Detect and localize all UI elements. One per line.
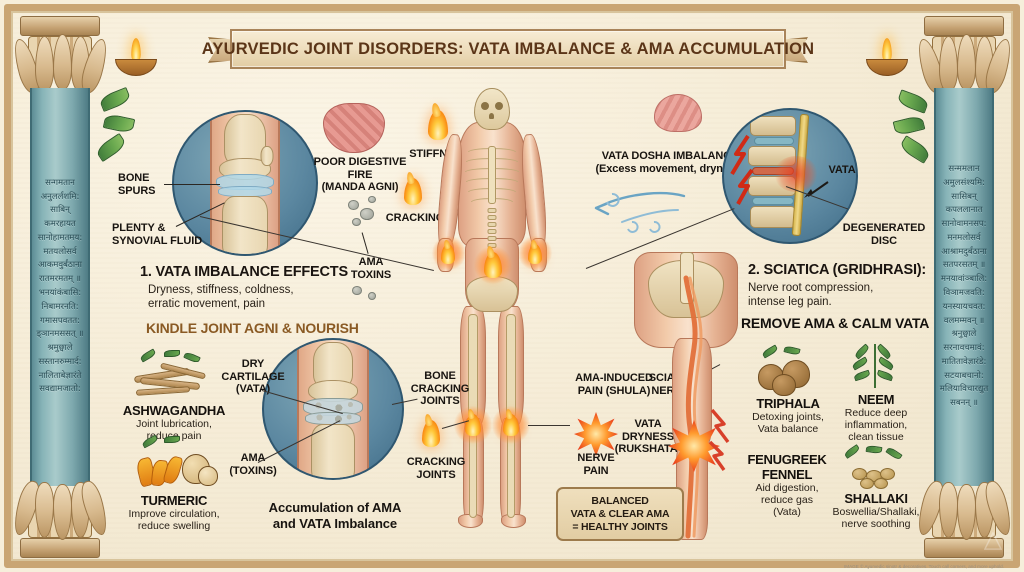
herb-description: Aid digestion, reduce gas (Vata) [755, 482, 819, 519]
caption-ama-accumulation: Accumulation of AMA and VATA Imbalance [268, 500, 402, 531]
nerve-compression-glow [774, 156, 818, 192]
herb-name: SHALLAKI [844, 491, 908, 506]
healthy-knee-illustration [172, 110, 318, 256]
left-decorative-pillar: सन्गमतान अनुलर्लंशमि: साबिन् कमरहायत सान… [9, 14, 112, 560]
pillar-shaft: सन्गमतान अनुलर्लंशमि: साबिन् कमरहायत सान… [30, 88, 90, 486]
human-skeleton-figure [432, 88, 552, 528]
right-decorative-pillar: सन्ममलान अमुलसंश्यमि: सासिबन् कपललानात स… [913, 14, 1016, 560]
herb-name: TRIPHALA [756, 396, 820, 411]
intestine-icon [323, 103, 385, 153]
label-bone-cracking-joints: BONE CRACKING JOINTS [410, 370, 470, 408]
toxin-blob-icon [352, 218, 361, 226]
herb-neem: NEEM Reduce deep inflammation, clean tis… [828, 342, 924, 444]
section-heading-vata-imbalance: 1. VATA IMBALANCE EFFECTS [140, 264, 348, 280]
degenerated-spine-illustration [722, 108, 858, 244]
label-ama-induced-pain: AMA-INDUCED PAIN (SHULA) [575, 372, 653, 397]
label-cracking: CRACKING [385, 212, 445, 224]
lotus-capital-icon [9, 16, 112, 96]
neem-leaves-icon [836, 342, 916, 390]
label-poor-digestive-fire: POOR DIGESTIVE FIRE (MANDA AGNI) [313, 156, 407, 194]
herb-name: FENUGREEK FENNEL [747, 452, 827, 482]
herb-ashwagandha: ASHWAGANDHA Joint lubrication, reduce pa… [118, 348, 230, 442]
brain-icon [654, 94, 702, 132]
herb-description: Reduce deep inflammation, clean tissue [844, 407, 908, 444]
sciatica-leg-illustration [628, 252, 746, 540]
label-nerve-pain: NERVE PAIN [577, 452, 615, 477]
herb-name: ASHWAGANDHA [122, 403, 226, 418]
toxin-blob-icon [368, 292, 376, 300]
flame-icon-knee [503, 414, 519, 436]
lotus-base-icon [9, 478, 112, 558]
label-degenerated-disc: DEGENERATED DISC [842, 222, 926, 247]
toxin-blob-icon [360, 208, 374, 220]
flame-icon-cracking-joints [422, 420, 440, 447]
resin-branch-icon [834, 444, 918, 490]
label-vata-spine: VATA [828, 164, 856, 176]
action-heading-remove-ama: REMOVE AMA & CALM VATA [741, 315, 930, 331]
toxin-blob-icon [368, 196, 376, 203]
balanced-line-1: BALANCED [591, 495, 649, 507]
action-heading-kindle-agni: KINDLE JOINT AGNI & NOURISH [146, 320, 359, 336]
turmeric-rhizome-icon [124, 434, 224, 490]
ama-accumulation-knee-illustration [262, 338, 404, 480]
section-subtext-vata-imbalance: Dryness, stiffness, coldness, erratic mo… [148, 284, 294, 310]
herb-fenugreek-fennel: FENUGREEK FENNEL Aid digestion, reduce g… [738, 452, 836, 519]
label-dry-cartilage: DRY CARTILAGE (VATA) [221, 358, 285, 396]
balanced-line-2: VATA & CLEAR AMA [570, 508, 670, 520]
corner-watermark-icon [984, 532, 1002, 550]
herb-description: Detoxing joints, Vata balance [752, 411, 824, 436]
pillar-shaft: सन्ममलान अमुलसंश्यमि: सासिबन् कपललानात स… [934, 88, 994, 486]
dried-roots-icon [126, 348, 222, 400]
leader-line [164, 184, 220, 186]
banner-ribbon: AYURVEDIC JOINT DISORDERS: VATA IMBALANC… [202, 29, 814, 69]
flame-icon-knee [465, 414, 481, 436]
label-synovial-fluid: PLENTY & SYNOVIAL FLUID [112, 222, 203, 247]
herb-description: Boswellia/Shallaki, nerve soothing [832, 506, 920, 531]
label-ama-toxins: AMA TOXINS [350, 256, 392, 281]
sanskrit-verse-right: सन्ममलान अमुलसंश्यमि: सासिबन् कपललानात स… [939, 164, 989, 409]
page-title: AYURVEDIC JOINT DISORDERS: VATA IMBALANC… [201, 39, 815, 58]
title-banner: AYURVEDIC JOINT DISORDERS: VATA IMBALANC… [202, 26, 814, 72]
herb-triphala: TRIPHALA Detoxing joints, Vata balance [740, 344, 836, 436]
flame-icon-core [484, 252, 502, 278]
flame-icon-cracking [404, 178, 422, 205]
balanced-line-3: = HEALTHY JOINTS [572, 521, 668, 533]
flame-icon-joint [441, 244, 455, 264]
toxin-blob-icon [352, 286, 362, 295]
herb-shallaki: SHALLAKI Boswellia/Shallaki, nerve sooth… [824, 444, 928, 531]
lotus-capital-icon [913, 16, 1016, 96]
label-vata-dryness: VATA DRYNESS (RUKSHATA) [614, 418, 682, 456]
balanced-summary-box: BALANCED VATA & CLEAR AMA = HEALTHY JOIN… [556, 487, 684, 541]
lotus-base-icon [913, 478, 1016, 558]
label-cracking-joints: CRACKING JOINTS [406, 456, 466, 481]
diya-lamp-icon [115, 38, 157, 76]
toxin-blob-icon [348, 200, 359, 210]
three-fruits-icon [746, 344, 830, 396]
flame-icon-stiffness [428, 110, 448, 140]
sanskrit-verse-left: सन्गमतान अनुलर्लंशमि: साबिन् कमरहायत सान… [36, 177, 84, 395]
herb-turmeric: TURMERIC Improve circulation, reduce swe… [118, 434, 230, 533]
wind-swirl-icon [594, 191, 686, 233]
herb-name: TURMERIC [140, 493, 208, 508]
footer-attribution: IMAGE © Ayurvedic sinotr & decoratives. … [844, 564, 1004, 569]
leader-line [528, 425, 570, 426]
section-heading-sciatica: 2. SCIATICA (GRIDHRASI): [748, 262, 927, 278]
label-bone-spurs: BONE SPURS [118, 172, 156, 197]
herb-description: Improve circulation, reduce swelling [128, 508, 220, 533]
flame-icon-joint [528, 244, 542, 264]
diya-lamp-icon [866, 38, 908, 76]
section-subtext-sciatica: Nerve root compression, intense leg pain… [748, 282, 874, 308]
herb-name: NEEM [857, 392, 895, 407]
